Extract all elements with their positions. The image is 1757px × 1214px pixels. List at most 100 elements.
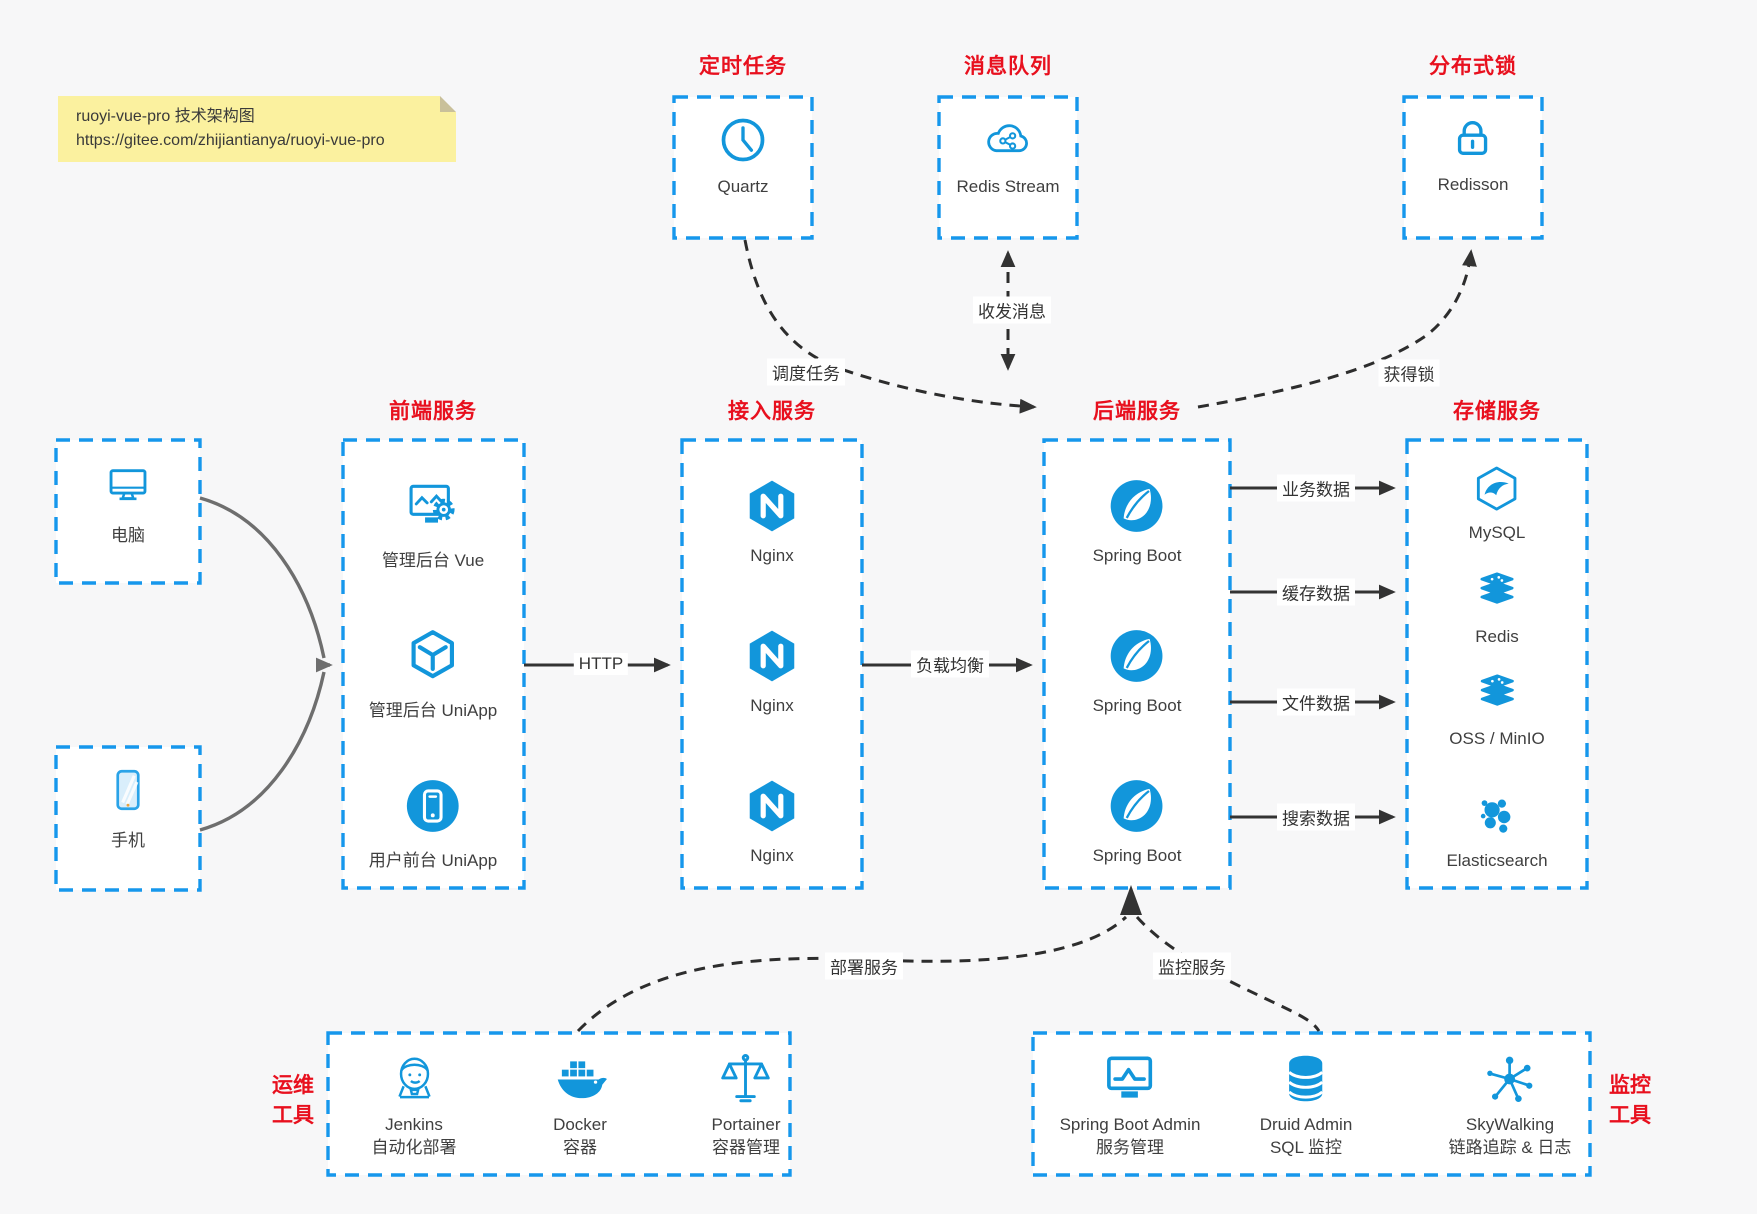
node-label: Druid Admin — [1259, 1115, 1353, 1134]
ops-box — [326, 1031, 792, 1177]
sticky-note: ruoyi-vue-pro 技术架构图 https://gitee.com/zh… — [58, 96, 456, 162]
node-springboot-2: Spring Boot — [1092, 627, 1182, 716]
node-label: Portainer — [711, 1115, 781, 1134]
node-springboot-1: Spring Boot — [1093, 477, 1181, 566]
ops-title: 运维 工具 — [272, 1074, 314, 1127]
edge-label-search-data: 搜索数据 — [1277, 803, 1355, 831]
node-mysql: MySQL — [1468, 464, 1526, 543]
node-label: Elasticsearch — [1446, 851, 1548, 870]
node-sublabel: 自动化部署 — [371, 1138, 457, 1157]
node-label: 管理后台 UniApp — [368, 701, 498, 720]
node-label: Redis — [1475, 627, 1519, 646]
node-nginx-1: Nginx — [743, 477, 801, 566]
lock-title: 分布式锁 — [1429, 55, 1517, 78]
node-springboot-admin: Spring Boot Admin 服务管理 — [1059, 1050, 1201, 1158]
scheduler-title: 定时任务 — [699, 55, 787, 78]
edge-label-deploy-service: 部署服务 — [825, 952, 903, 980]
node-label: Nginx — [750, 696, 794, 715]
node-nginx-3: Nginx — [743, 777, 801, 866]
spring-leaf-icon — [1108, 627, 1166, 685]
edge-pc-to-frontend — [199, 496, 326, 659]
node-nginx-2: Nginx — [743, 627, 801, 716]
edge-label-send-receive-message: 收发消息 — [973, 296, 1051, 324]
node-label: Spring Boot — [1092, 846, 1182, 865]
edge-label-business-data: 业务数据 — [1277, 474, 1355, 502]
jenkins-icon — [385, 1050, 443, 1108]
node-label: OSS / MinIO — [1449, 729, 1545, 748]
node-label: Redisson — [1437, 175, 1509, 194]
note-url: https://gitee.com/zhijiantianya/ruoyi-vu… — [76, 132, 385, 149]
smartphone-icon — [103, 765, 153, 815]
node-label: SkyWalking — [1465, 1115, 1555, 1134]
node-label: 用户前台 UniApp — [368, 851, 498, 870]
object-storage-icon — [1472, 670, 1522, 720]
node-label: 手机 — [111, 831, 145, 850]
node-redis-stream: Redis Stream — [956, 114, 1060, 197]
node-skywalking: SkyWalking 链路追踪 & 日志 — [1448, 1050, 1572, 1158]
node-oss-minio: OSS / MinIO — [1449, 670, 1545, 749]
node-label: MySQL — [1468, 523, 1526, 542]
redis-stack-icon — [1472, 568, 1522, 618]
node-label: Nginx — [750, 546, 794, 565]
spring-leaf-icon — [1108, 477, 1166, 535]
nginx-icon — [743, 477, 801, 535]
node-portainer: Portainer 容器管理 — [711, 1050, 781, 1158]
spring-leaf-icon — [1108, 777, 1166, 835]
scales-icon — [717, 1050, 775, 1108]
node-label: Redis Stream — [956, 177, 1060, 196]
edge-label-schedule-task: 调度任务 — [767, 358, 845, 386]
node-sublabel: 链路追踪 & 日志 — [1448, 1138, 1572, 1157]
edge-label-acquire-lock: 获得锁 — [1378, 359, 1440, 387]
node-quartz: Quartz — [717, 114, 769, 197]
edge-mobile-to-frontend — [199, 671, 326, 832]
edge-schedule-task — [743, 239, 1037, 414]
storage-title: 存储服务 — [1453, 400, 1541, 423]
node-admin-uniapp: 管理后台 UniApp — [369, 627, 497, 721]
node-label: Nginx — [750, 846, 794, 865]
node-mobile: 手机 — [103, 765, 153, 851]
node-user-uniapp: 用户前台 UniApp — [369, 777, 497, 871]
clock-icon — [717, 114, 769, 166]
nginx-icon — [743, 627, 801, 685]
node-druid-admin: Druid Admin SQL 监控 — [1259, 1050, 1353, 1158]
note-title: ruoyi-vue-pro 技术架构图 — [76, 108, 255, 125]
edge-label-cache-data: 缓存数据 — [1277, 578, 1355, 606]
node-elasticsearch: Elasticsearch — [1446, 792, 1548, 871]
node-sublabel: SQL 监控 — [1269, 1138, 1343, 1157]
node-sublabel: 服务管理 — [1096, 1138, 1164, 1157]
mysql-dolphin-icon — [1472, 464, 1522, 514]
edge-deploy-service — [576, 915, 1128, 1033]
edge-bottom-arrowhead — [1120, 885, 1142, 915]
backend-title: 后端服务 — [1093, 400, 1181, 423]
desktop-icon — [103, 460, 153, 510]
pc-box — [54, 438, 202, 585]
topology-icon — [1481, 1050, 1539, 1108]
elasticsearch-cluster-icon — [1472, 792, 1522, 842]
node-label: 管理后台 Vue — [381, 551, 485, 570]
node-label: 电脑 — [111, 526, 145, 545]
cube-icon — [404, 627, 462, 685]
lock-icon — [1447, 112, 1499, 164]
frontend-title: 前端服务 — [389, 400, 477, 423]
monitoring-title: 监控 工具 — [1609, 1074, 1651, 1127]
admin-dashboard-icon — [404, 477, 462, 535]
sticky-note-fold — [440, 96, 456, 112]
node-label: Spring Boot — [1092, 696, 1182, 715]
node-label: Spring Boot Admin — [1059, 1115, 1201, 1134]
node-sublabel: 容器 — [562, 1138, 597, 1157]
node-pc: 电脑 — [103, 460, 153, 546]
node-docker: Docker 容器 — [551, 1050, 609, 1158]
mq-title: 消息队列 — [964, 55, 1052, 78]
lock-box — [1402, 95, 1544, 240]
nginx-icon — [743, 777, 801, 835]
node-label: Quartz — [717, 177, 769, 196]
mq-box — [937, 95, 1079, 240]
monitor-chart-icon — [1101, 1050, 1159, 1108]
edge-acquire-lock — [1197, 249, 1477, 409]
node-label: Jenkins — [385, 1115, 443, 1134]
database-icon — [1277, 1050, 1335, 1108]
edge-label-monitor-service: 监控服务 — [1153, 952, 1231, 980]
node-label: Docker — [553, 1115, 607, 1134]
node-admin-vue: 管理后台 Vue — [382, 477, 484, 571]
